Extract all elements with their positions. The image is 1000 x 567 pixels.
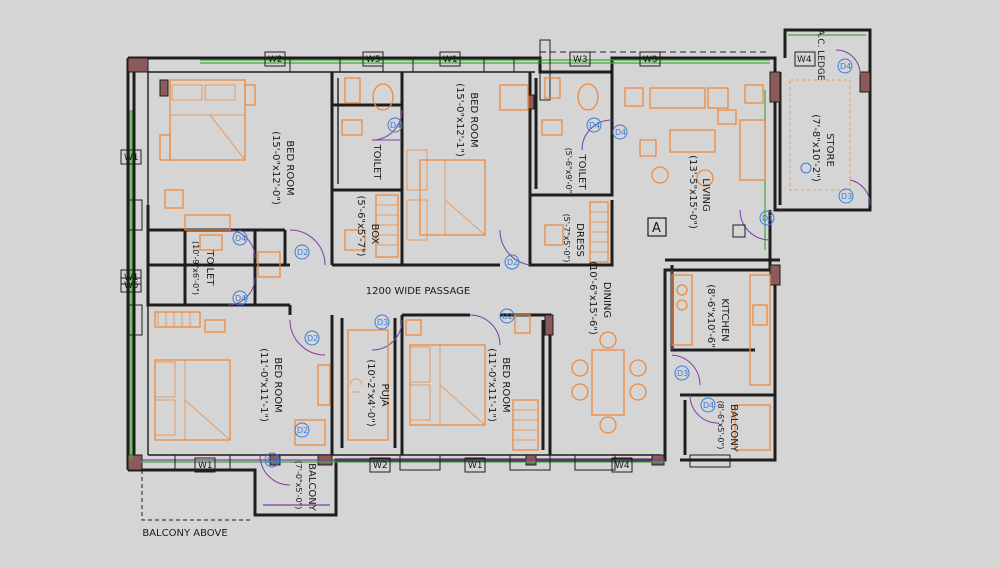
svg-text:D4: D4: [235, 294, 246, 303]
svg-text:D4: D4: [267, 456, 278, 465]
passage-label: 1200 WIDE PASSAGE: [366, 286, 471, 297]
window-tag: W1: [439, 51, 461, 67]
interior-walls: [146, 72, 782, 455]
svg-text:D2: D2: [507, 258, 518, 267]
svg-text:W3: W3: [643, 55, 658, 65]
balcony-above-label: BALCONY ABOVE: [142, 528, 227, 539]
window-tags: W2 W3 W1 W5 W3 W1 W1 W5 W1 W2 W1 W4 W4: [120, 51, 816, 473]
room-name: KITCHEN: [719, 298, 730, 341]
room-name: BED ROOM: [272, 357, 283, 412]
room-size: (8'-6"x5'-0"): [716, 401, 725, 450]
room-size: (11'-0"x11'-1"): [486, 348, 497, 422]
svg-text:D3: D3: [677, 369, 688, 378]
room-size: (8'-6"x10'-6"): [705, 284, 716, 352]
window-tag: W5: [120, 277, 142, 293]
svg-text:W3: W3: [573, 55, 588, 65]
window-tag: W1: [194, 457, 216, 473]
room-size: (5'-7"x5'-0"): [562, 214, 571, 263]
window-tag: W1: [120, 149, 142, 165]
svg-text:D4: D4: [235, 234, 246, 243]
svg-text:W5: W5: [124, 281, 139, 291]
svg-text:D2: D2: [502, 312, 513, 321]
outer-walls: [126, 28, 872, 517]
room-labels: BED ROOM (15'-0"x12'-0") TOILET BOX (5'-…: [191, 29, 835, 511]
svg-text:W1: W1: [124, 153, 139, 163]
room-name: PUJA: [379, 384, 390, 407]
window-tag: W2: [369, 457, 391, 473]
svg-text:W4: W4: [615, 461, 630, 471]
furniture: [154, 77, 851, 451]
svg-text:D4: D4: [589, 121, 600, 130]
room-name: A.C. LEDGE: [815, 29, 825, 80]
room-size: (10'-6"x15'-6"): [587, 261, 598, 335]
room-name: TOILET: [371, 144, 382, 181]
svg-text:D2: D2: [297, 426, 308, 435]
room-name: BOX: [369, 224, 380, 245]
room-name: BALCONY: [728, 404, 739, 453]
svg-text:W1: W1: [443, 55, 458, 65]
window-tag: W2: [264, 51, 286, 67]
room-name: BED ROOM: [468, 92, 479, 147]
room-size: (7'-0"x5'-0"): [294, 461, 303, 510]
room-size: (10'-2"x4'-0"): [365, 359, 376, 427]
door-tags: D4 D4 D4 D4 D2 D4 D2 D2 D1 D3 D2 D3 D2 D…: [232, 58, 854, 468]
room-size: (5'-6"x5'-7"): [355, 195, 366, 256]
room-name: STORE: [824, 133, 835, 167]
svg-text:W2: W2: [268, 55, 283, 65]
svg-text:D4: D4: [390, 121, 401, 130]
section-marker: A: [647, 217, 667, 237]
svg-text:D3: D3: [841, 192, 852, 201]
window-tag: W4: [794, 51, 816, 67]
room-size: (11'-0"x11'-1"): [258, 348, 269, 422]
room-size: (5'-6"x9'-0"): [564, 148, 573, 197]
room-name: BALCONY: [306, 463, 317, 512]
svg-text:D1: D1: [762, 214, 773, 223]
room-size: (15'-0"x12'-0"): [270, 131, 281, 205]
svg-text:D4: D4: [840, 62, 851, 71]
room-name: LIVING: [700, 178, 711, 212]
room-name: TOILET: [576, 154, 587, 191]
room-name: TOILET: [204, 250, 215, 287]
svg-text:W4: W4: [797, 55, 812, 65]
room-name: DRESS: [574, 223, 585, 257]
svg-text:D3: D3: [377, 318, 388, 327]
svg-text:W1: W1: [468, 461, 483, 471]
room-size: (10'-9"x6'-0"): [191, 241, 200, 295]
svg-text:D4: D4: [615, 128, 626, 137]
svg-text:D2: D2: [297, 248, 308, 257]
svg-text:A: A: [652, 221, 661, 236]
room-name: BED ROOM: [284, 140, 295, 195]
window-tag: W5: [362, 51, 384, 67]
svg-text:W1: W1: [198, 461, 213, 471]
svg-text:D2: D2: [307, 334, 318, 343]
room-size: (15'-0"x12'-1"): [454, 83, 465, 157]
svg-text:D4: D4: [703, 401, 714, 410]
svg-text:W5: W5: [366, 55, 381, 65]
window-tag: W3: [639, 51, 661, 67]
windows-glazing: [127, 34, 866, 521]
door-swings: [227, 49, 871, 486]
window-tag: W1: [464, 457, 486, 473]
room-name: DINING: [601, 282, 612, 318]
room-size: (7'-8"x10'-2"): [810, 114, 821, 182]
room-size: (13'-5"x15'-0"): [687, 155, 698, 229]
window-tag: W4: [611, 457, 633, 473]
room-name: BED ROOM: [500, 357, 511, 412]
svg-text:W2: W2: [373, 461, 388, 471]
window-tag: W3: [569, 51, 591, 67]
